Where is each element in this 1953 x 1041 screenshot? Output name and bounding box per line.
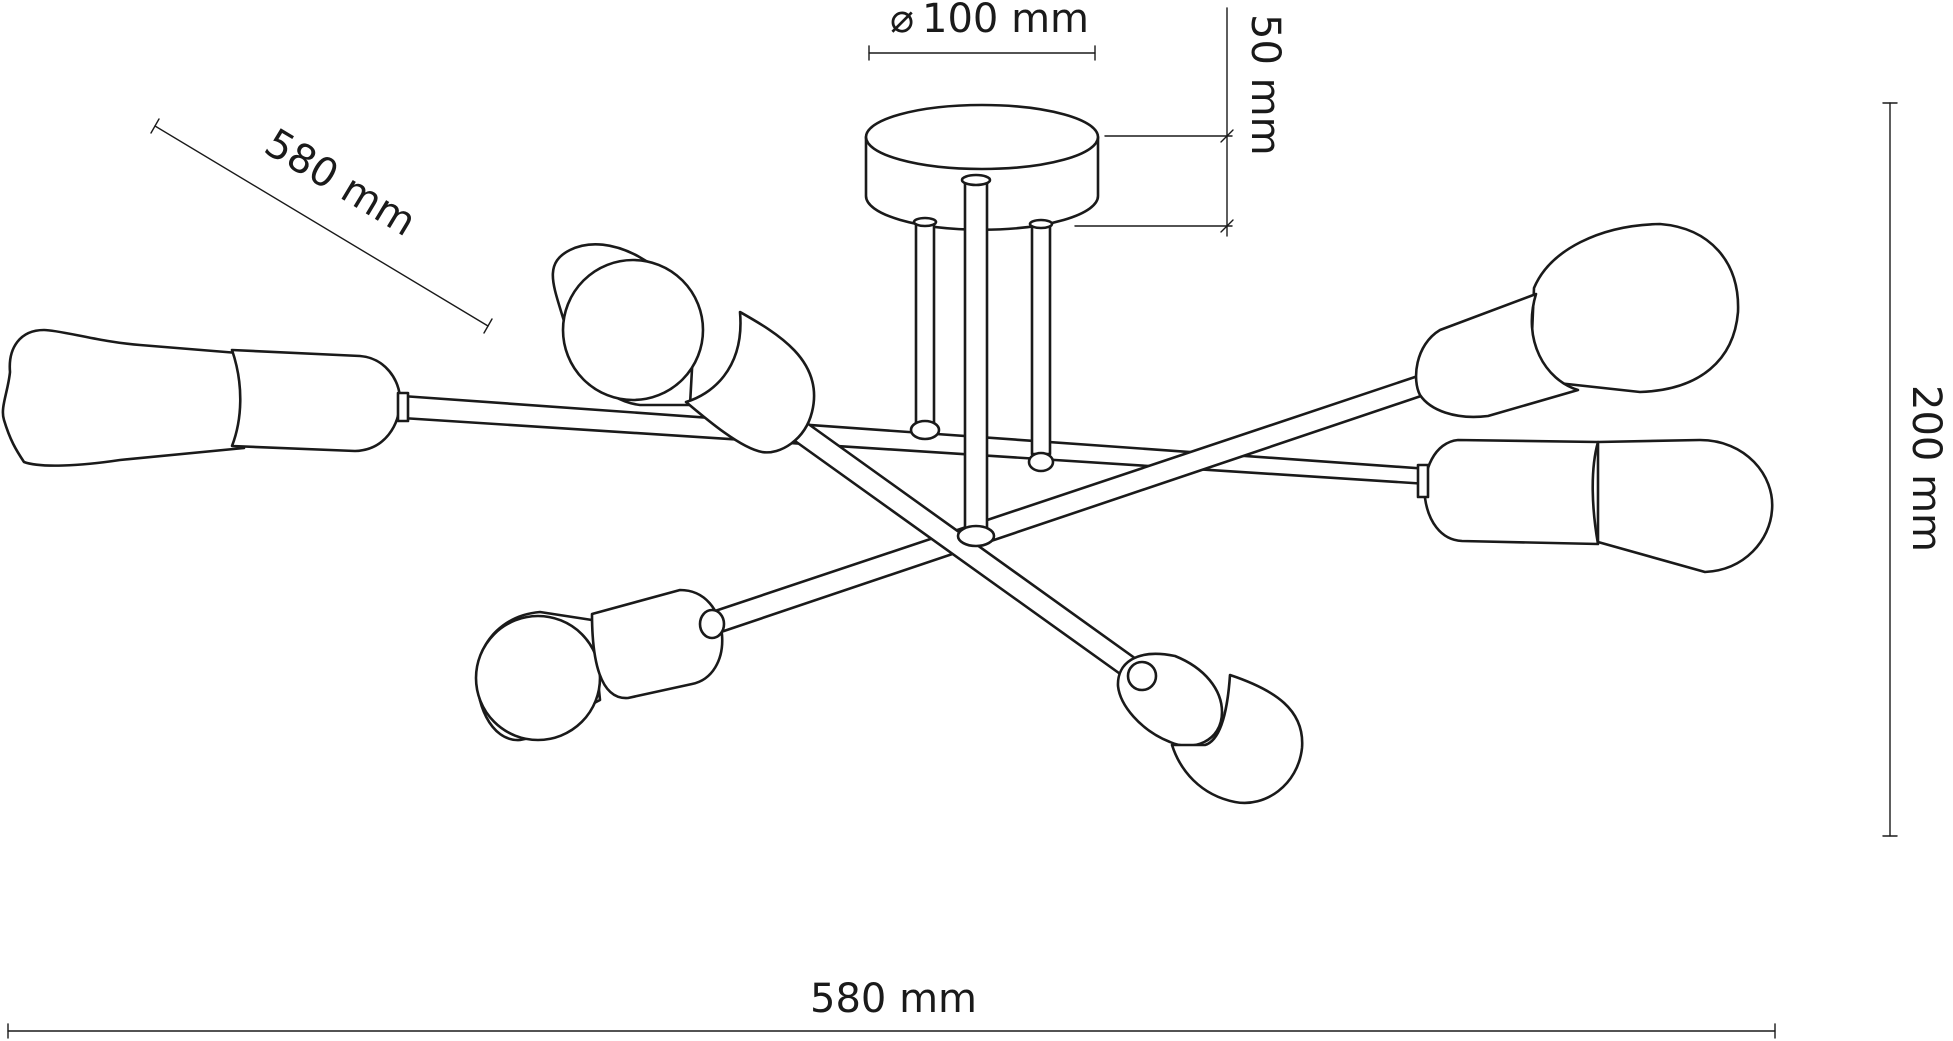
stem-right [1030,222,1052,456]
dimension-canopy-height: 50 mm [1074,7,1288,237]
stems [909,173,1055,548]
socket-upper-left [684,310,816,454]
diameter-symbol: ⌀ [890,0,914,42]
bulb-upper-left-globe [561,258,705,402]
bulb-lower-left-globe [474,614,602,742]
arm-rod-diagonal-right [710,374,1426,635]
joint-lower-left [698,608,726,640]
total-height-label: 200 mm [1903,385,1949,552]
lamp-far-right [1416,438,1774,574]
socket-upper-right [1414,292,1580,419]
arm-length-label: 580 mm [257,120,424,245]
canopy-top [864,103,1100,171]
lamp-far-left [1,328,410,467]
lamp-upper-left [551,243,816,454]
dimension-canopy-diameter: ⌀ 100 mm [868,0,1096,61]
dimension-arm-length: 580 mm [150,118,493,334]
socket-lower-left [590,588,724,700]
joint-lower-middle [1126,660,1158,692]
total-width-label: 580 mm [810,976,977,1022]
dimension-total-height: 200 mm [1882,102,1949,837]
lamp-lower-middle [1116,652,1304,805]
bulb-lower-middle [1170,673,1304,805]
lamp-upper-right [1414,222,1740,419]
stem-center [963,180,989,536]
joint-far-left [396,391,410,423]
canopy-height-label: 50 mm [1242,14,1288,156]
bulb-far-right [1596,438,1774,574]
socket-far-right [1423,438,1600,546]
lamp-lower-left [474,588,726,742]
joint-far-right [1416,463,1430,499]
bulb-upper-right [1528,222,1740,394]
dimension-total-width: 580 mm [7,976,1776,1039]
stem-left [914,220,936,426]
bulb-far-left [1,328,246,467]
socket-far-left [230,348,402,453]
canopy-diameter-label: 100 mm [922,0,1089,42]
